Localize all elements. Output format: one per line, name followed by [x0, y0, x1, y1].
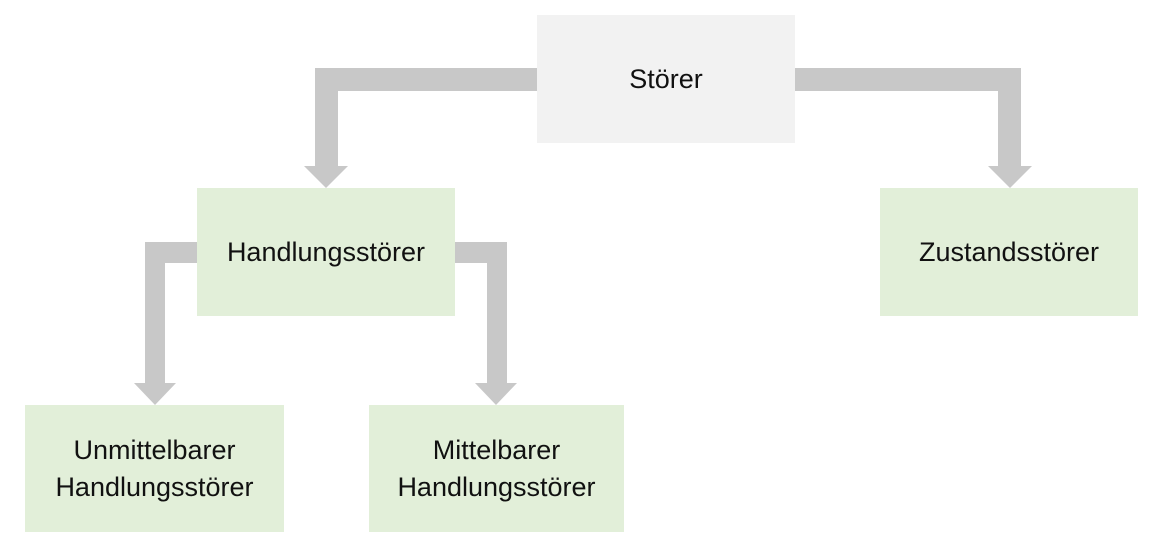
- node-label: Handlungsstörer: [226, 237, 426, 267]
- node-label-line1: Unmittelbarer: [73, 434, 236, 465]
- node-stoerer: Störer: [537, 15, 795, 143]
- arrow-handlung-to-mittelbar: [455, 242, 517, 405]
- node-handlungsstoerer: Handlungsstörer: [197, 188, 455, 316]
- node-unmittelbarer-handlungsstoerer: Unmittelbarer Handlungsstörer: [25, 405, 284, 532]
- node-label-line2: Handlungsstörer: [55, 471, 254, 502]
- node-label-line2: Handlungsstörer: [397, 471, 596, 502]
- node-label: Störer: [629, 63, 703, 94]
- node-mittelbarer-handlungsstoerer: Mittelbarer Handlungsstörer: [369, 405, 624, 532]
- arrow-root-to-zustand: [795, 68, 1032, 188]
- arrow-root-to-handlung: [304, 68, 537, 188]
- node-label: Zustandsstörer: [918, 236, 1100, 267]
- arrow-handlung-to-unmittelbar: [134, 242, 197, 405]
- node-zustandsstoerer: Zustandsstörer: [880, 188, 1138, 316]
- node-label-line1: Mittelbarer: [432, 434, 561, 465]
